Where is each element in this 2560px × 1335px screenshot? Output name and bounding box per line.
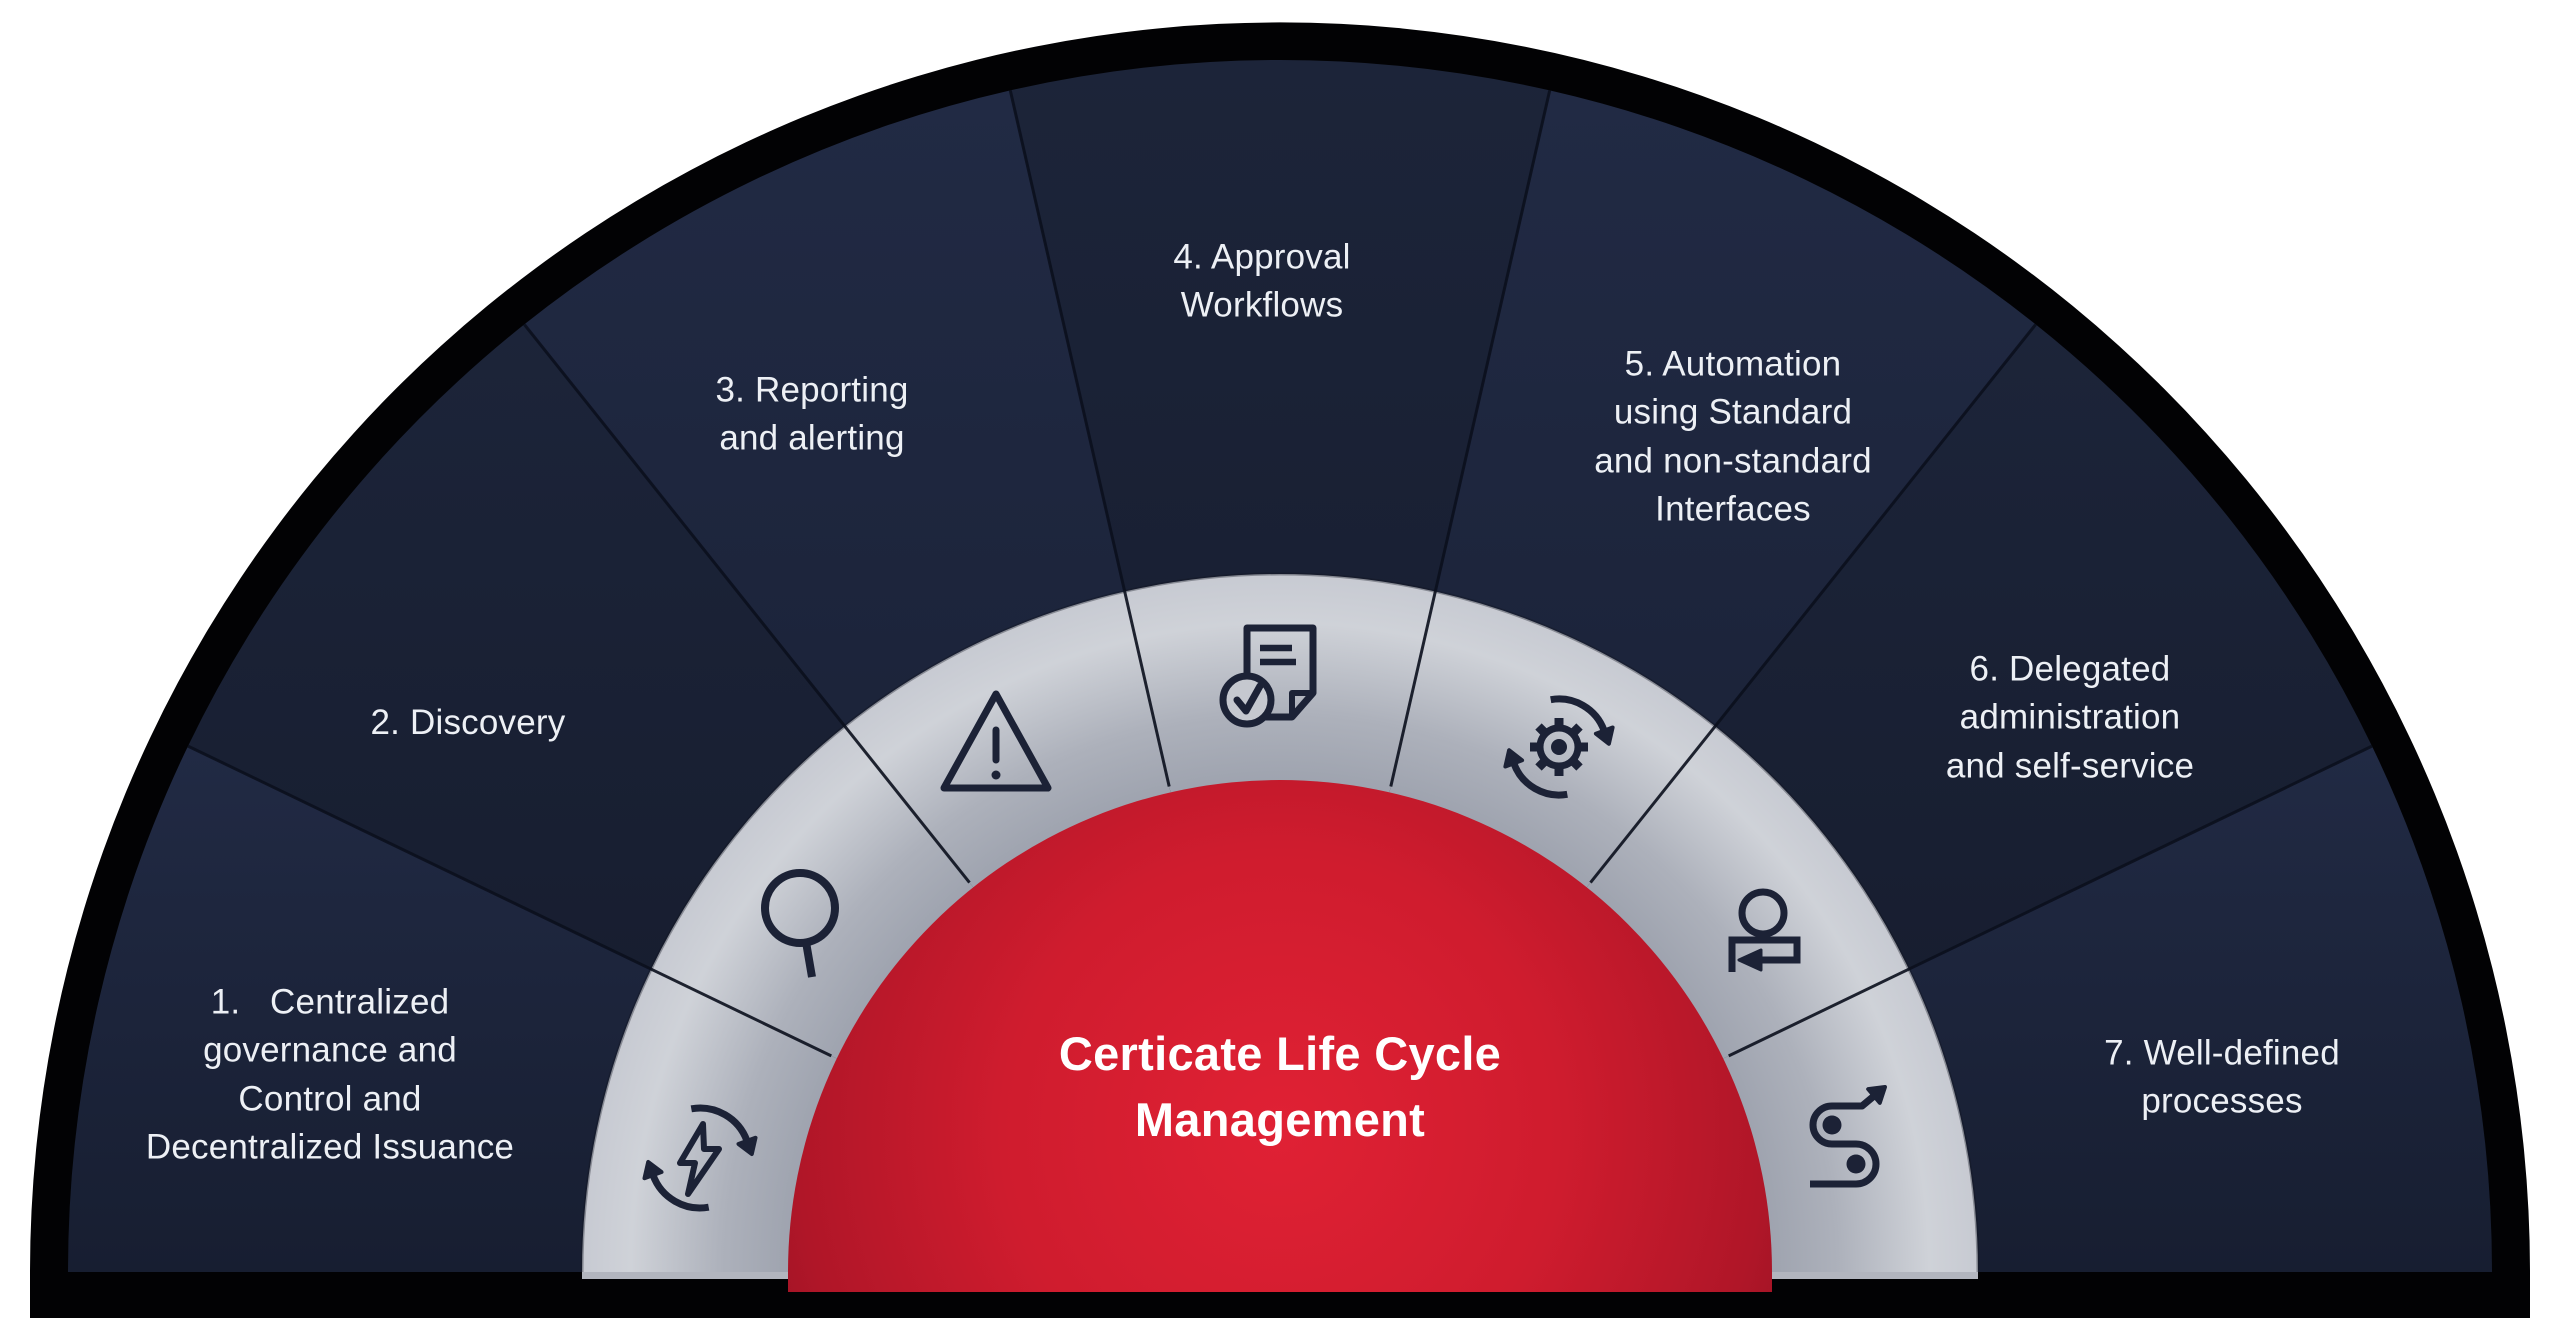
divider-6-7	[1728, 744, 2373, 1058]
ring-icons	[642, 624, 1887, 1212]
sector-6-label: 6. Delegated administration and self-ser…	[1945, 649, 2195, 786]
ring-bottom-right-edge	[1770, 1272, 1978, 1279]
ring-segment-7	[1721, 969, 1978, 1272]
sector-dividers	[187, 90, 2373, 1058]
warning-triangle-icon	[940, 690, 1052, 792]
sector-5-label: 5. Automation using Standard and non-sta…	[1594, 344, 1872, 529]
sector-4-label: 4. Approval Workflows	[1173, 237, 1351, 325]
divider-4-5	[1389, 90, 1552, 787]
sector-7-label: 7. Well-defined processes	[2104, 1033, 2340, 1121]
ring-segment-2	[651, 726, 975, 1060]
divider-2-3	[523, 323, 971, 884]
sync-lightning-icon	[642, 1104, 758, 1212]
magnifier-icon	[761, 869, 839, 978]
diagram-title: Certicate Life Cycle Management	[1058, 1027, 1502, 1146]
process-path-icon	[1809, 1085, 1887, 1188]
sector-3-label: 3. Reporting and alerting	[715, 370, 909, 458]
ring-segment-3	[844, 591, 1171, 889]
gear-sync-icon	[1503, 695, 1615, 799]
divider-5-6	[1589, 323, 2037, 884]
ring-segment-5	[1389, 591, 1716, 889]
ring-bottom-left-edge	[582, 1272, 790, 1279]
divider-1-2	[187, 744, 832, 1058]
ring-segment-1	[582, 969, 839, 1272]
center-red-semicircle	[788, 780, 1772, 1292]
approved-document-icon	[1219, 624, 1317, 728]
user-return-arrow-icon	[1728, 888, 1801, 972]
sector-2-label: 2. Discovery	[370, 702, 566, 742]
ring-outer-edge-shadow	[580, 572, 1980, 1273]
sector-1-label: 1. Centralized governance and Control an…	[145, 982, 515, 1167]
divider-3-4	[1008, 90, 1171, 787]
ring-segment-6	[1585, 726, 1909, 1060]
ring-segment-4	[1124, 574, 1436, 795]
inner-icon-ring	[580, 572, 1980, 1279]
